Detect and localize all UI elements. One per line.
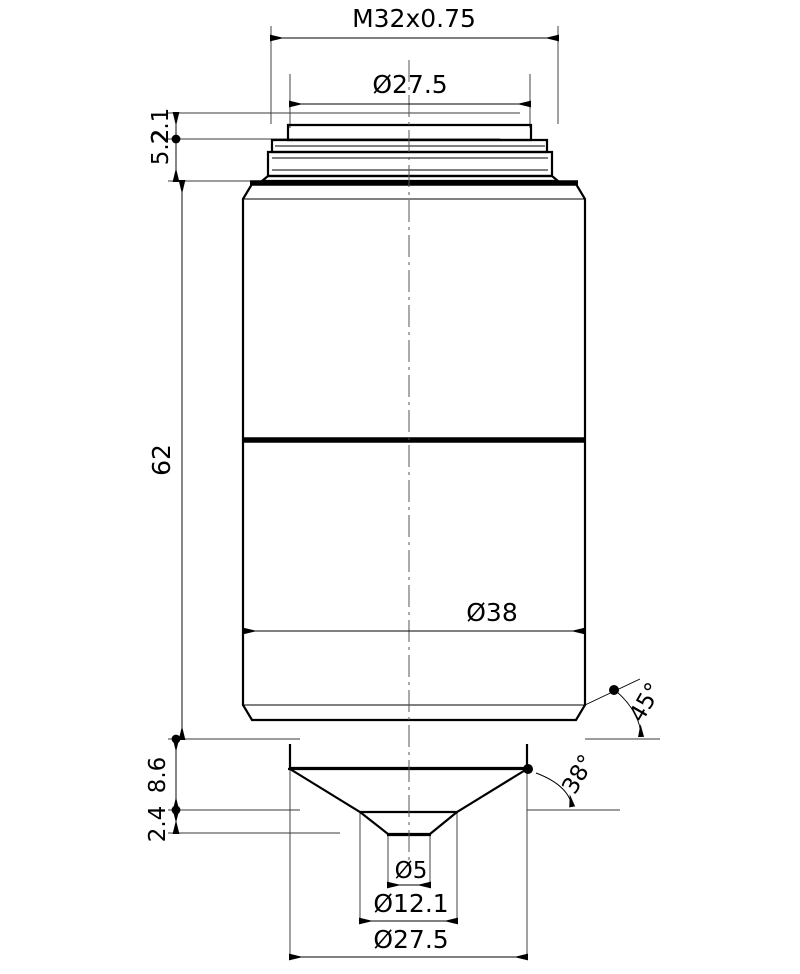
lens-body-outline [241, 123, 587, 837]
dimension-cone-angle: 38° [523, 750, 600, 808]
dim-node-dot [171, 134, 181, 144]
dimension-body-length: 62 [147, 180, 186, 740]
dimension-thread-length: 5.2 [148, 112, 181, 182]
dimension-aperture-diameter: Ø5 [387, 858, 431, 889]
mount-thread-section [258, 123, 562, 183]
dimension-nose-base-diameter: Ø27.5 [289, 925, 528, 961]
dim-node-dot [171, 734, 181, 744]
top-shoulder-diameter-label: Ø27.5 [372, 70, 447, 99]
front-lens-diameter-label: Ø12.1 [373, 889, 448, 918]
main-barrel [241, 182, 587, 722]
dimension-top-shoulder-diameter: Ø27.5 [289, 70, 531, 108]
cone-angle-label: 38° [557, 750, 600, 798]
nose-base-diameter-label: Ø27.5 [373, 925, 448, 954]
body-length-label: 62 [147, 444, 176, 476]
chamfer-angle-label: 45° [624, 678, 667, 726]
dimension-chamfer-angle: 45° [584, 678, 667, 738]
nose-height-label: 8.6 [145, 757, 171, 794]
dimension-tip-height: 2.4 [145, 806, 180, 843]
angle-vertex-dot [609, 685, 619, 695]
dimension-nose-height: 8.6 [145, 734, 181, 815]
thread-length-label: 5.2 [148, 129, 174, 166]
shoulder-height-label: 2.1 [148, 108, 174, 145]
dimension-front-lens-diameter: Ø12.1 [359, 889, 458, 925]
body-diameter-label: Ø38 [466, 598, 518, 627]
tip-height-label: 2.4 [145, 806, 171, 843]
dimension-shoulder-height: 2.1 [148, 108, 174, 145]
dimension-mount-thread: M32x0.75 [270, 4, 559, 42]
angle-vertex-dot [523, 764, 533, 774]
mount-thread-label: M32x0.75 [352, 4, 476, 33]
dimension-body-diameter: Ø38 [243, 598, 585, 635]
aperture-diameter-label: Ø5 [395, 858, 428, 884]
extension-lines [168, 26, 660, 958]
